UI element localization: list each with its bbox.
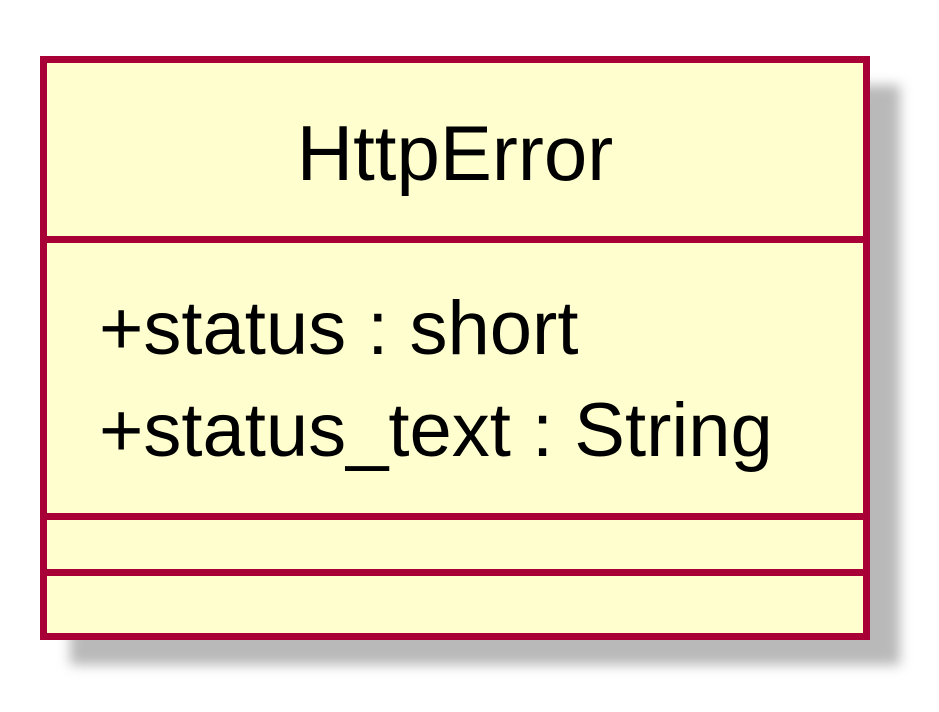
attributes-section: +status : short +status_text : String xyxy=(47,243,863,520)
methods-section xyxy=(47,520,863,576)
attribute-status-text: +status_text : String xyxy=(99,388,773,473)
attribute-status: +status : short xyxy=(99,286,579,371)
class-name-section: HttpError xyxy=(47,63,863,243)
empty-section xyxy=(47,576,863,633)
class-name: HttpError xyxy=(296,108,614,197)
class-box[interactable]: HttpError +status : short +status_text :… xyxy=(40,56,870,640)
